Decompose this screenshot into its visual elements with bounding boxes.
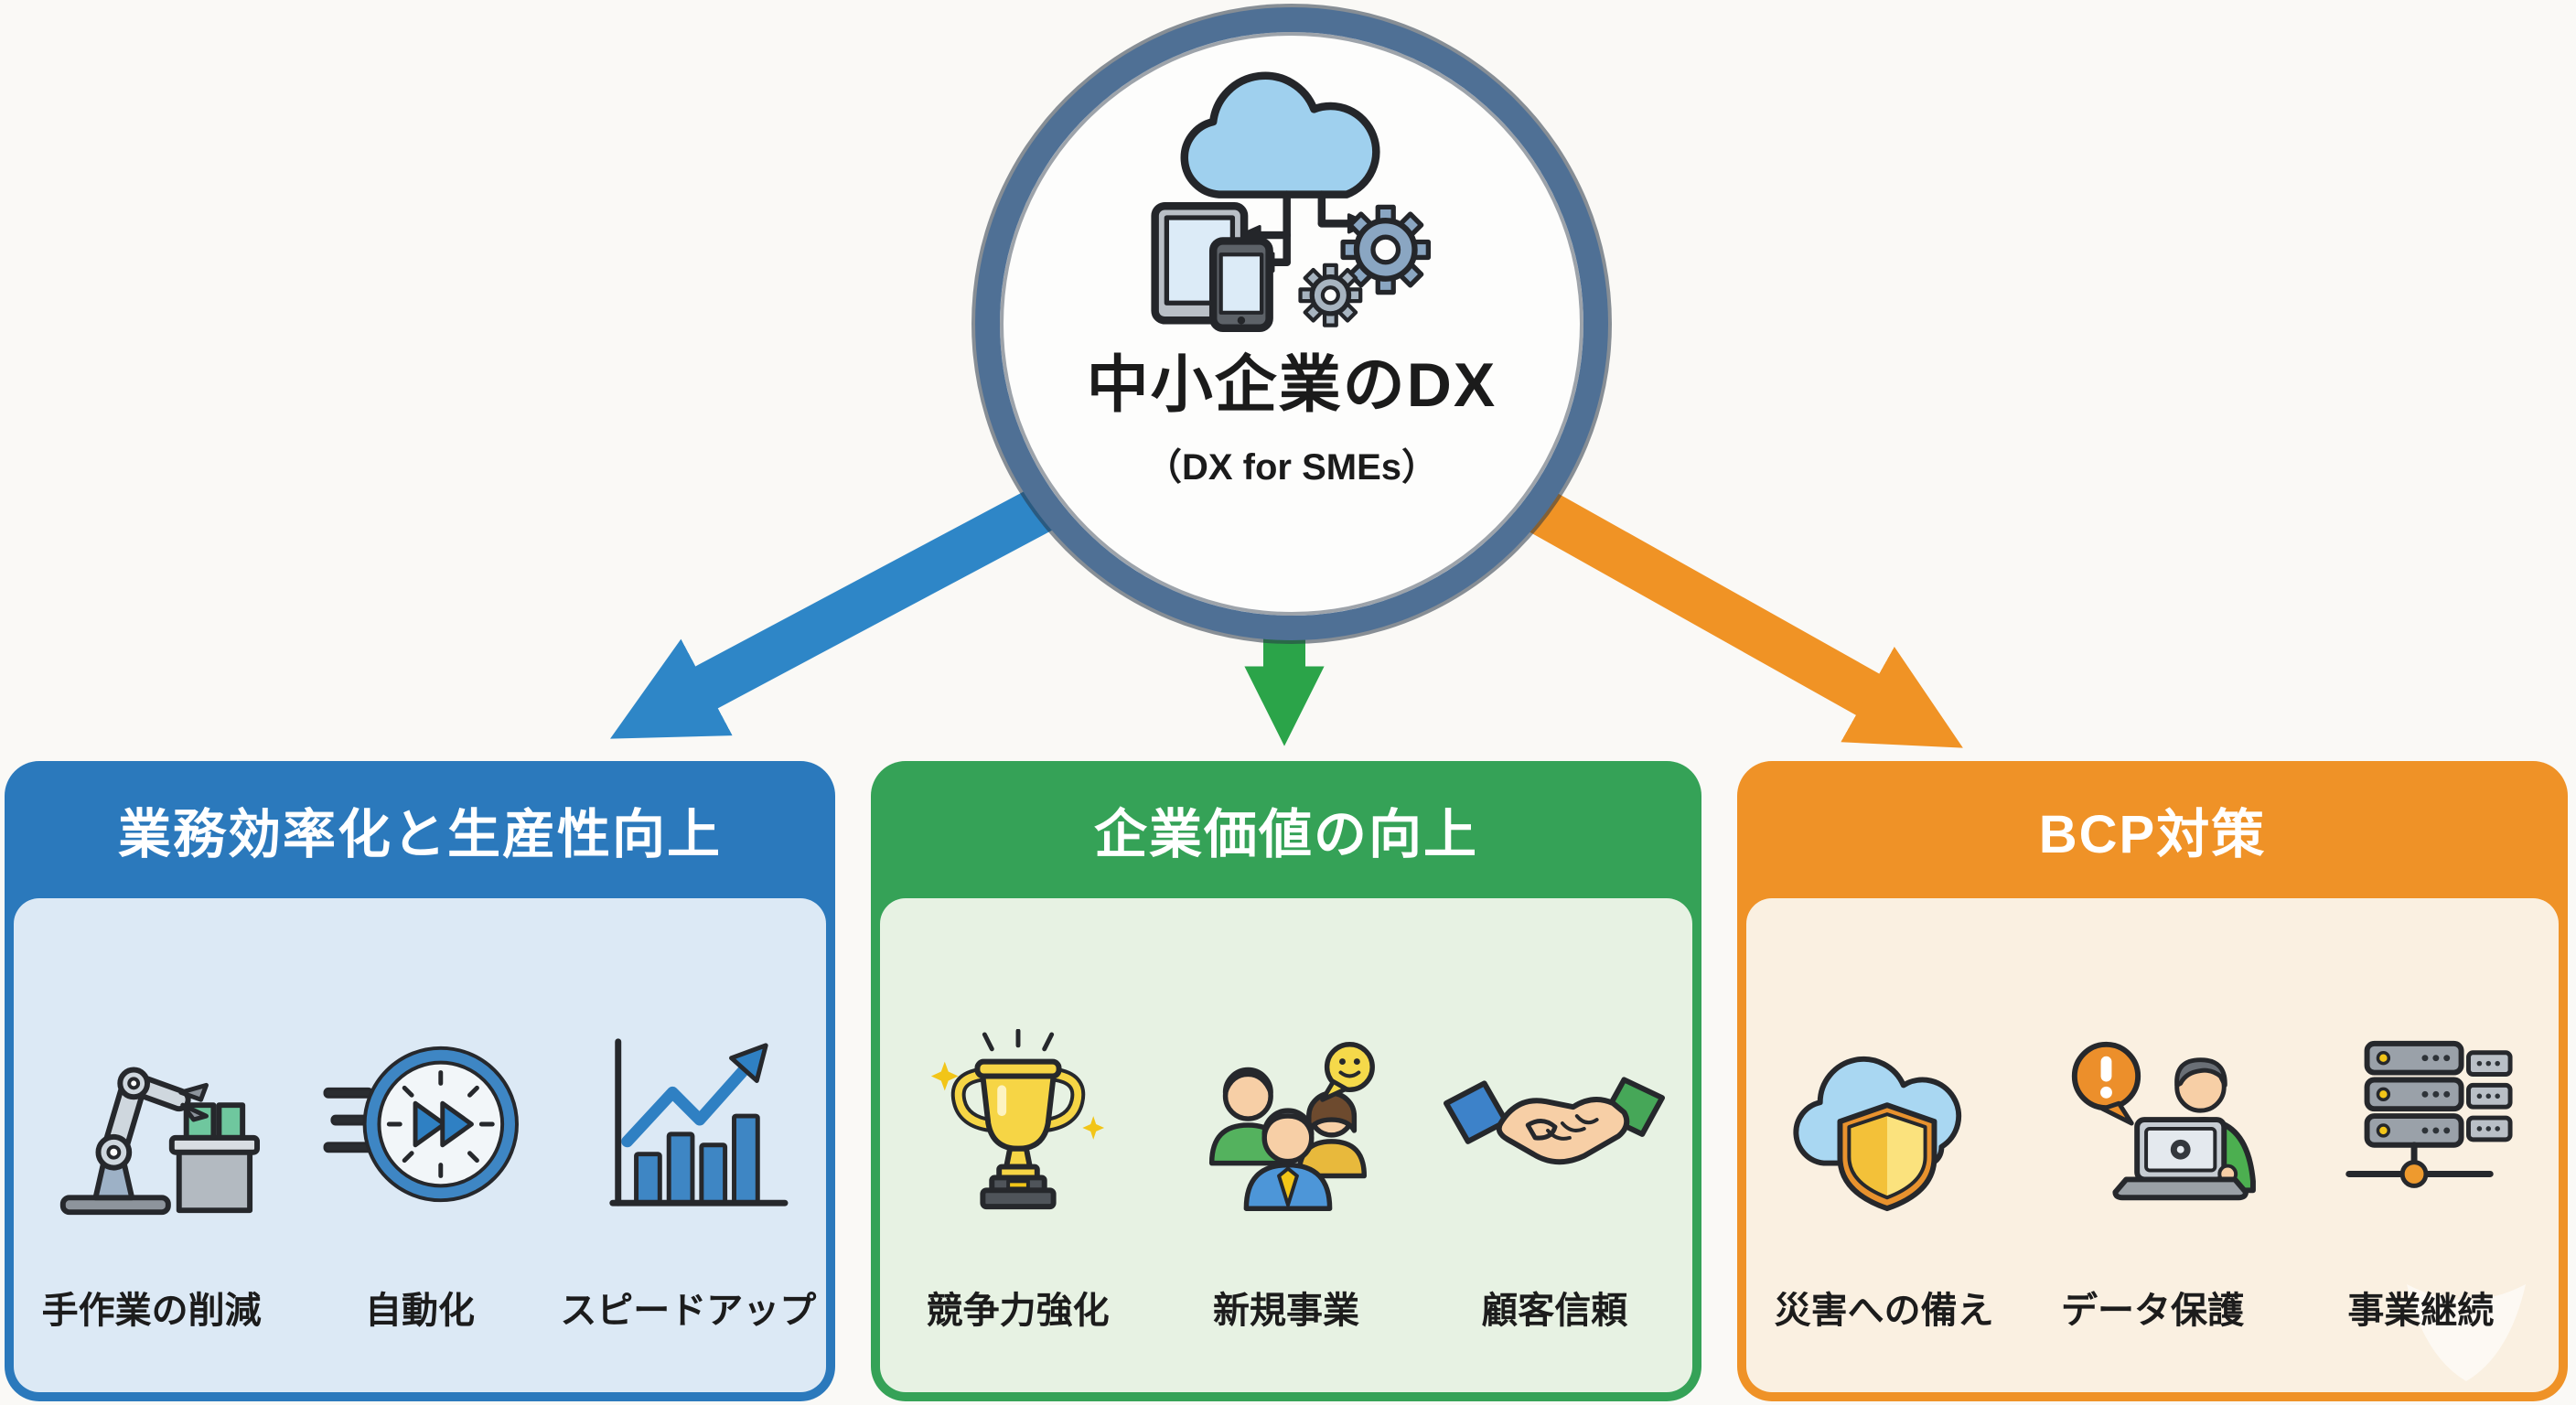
item-label: 手作業の削減 <box>41 1291 262 1331</box>
cloud-shield-icon <box>1793 1056 1961 1212</box>
robot-arm-icon <box>59 1067 260 1216</box>
list-item: 手作業の削減 <box>17 920 285 1392</box>
item-label: データ保護 <box>2060 1291 2244 1331</box>
list-item: 新規事業 <box>1152 920 1420 1392</box>
item-label: 顧客信頼 <box>1481 1291 1628 1331</box>
item-label: 競争力強化 <box>926 1291 1110 1331</box>
list-item: 事業継続 <box>2287 920 2555 1392</box>
item-label: スピードアップ <box>560 1291 817 1331</box>
hub-subtitle: （DX for SMEs） <box>1144 447 1439 488</box>
list-item: 災害への備え <box>1750 920 2018 1392</box>
item-label: 災害への備え <box>1774 1291 1994 1331</box>
list-item: データ保護 <box>2018 920 2286 1392</box>
list-item: 競争力強化 <box>884 920 1152 1392</box>
panel-efficiency-body: 手作業の削減 <box>14 898 826 1392</box>
item-label: 新規事業 <box>1212 1291 1359 1331</box>
panel-value-title: 企業価値の向上 <box>1093 805 1478 864</box>
panel-value-body: 競争力強化 <box>880 898 1692 1392</box>
panel-bcp-body: 災害への備え <box>1746 898 2559 1392</box>
gear-small <box>1298 263 1363 327</box>
server-network-icon <box>2345 1040 2513 1188</box>
data-protection-icon <box>2071 1041 2256 1201</box>
list-item: 自動化 <box>285 920 553 1392</box>
list-item: 顧客信頼 <box>1421 920 1689 1392</box>
central-hub: 中小企業のDX （DX for SMEs） <box>975 7 1608 640</box>
team-icon <box>1208 1042 1375 1211</box>
arrow-to-efficiency <box>609 477 1073 739</box>
panel-efficiency: 業務効率化と生産性向上 <box>5 761 835 1401</box>
panel-bcp: BCP対策 災害への備え <box>1737 761 2568 1401</box>
item-label: 事業継続 <box>2347 1291 2495 1331</box>
handshake-icon <box>1444 1077 1666 1165</box>
watermark <box>2407 1284 2526 1381</box>
cloud-devices-gears-icon <box>1151 71 1432 332</box>
panel-bcp-title: BCP対策 <box>2038 805 2267 864</box>
growth-chart-icon <box>609 1038 789 1207</box>
list-item: スピードアップ <box>554 920 822 1392</box>
panel-value: 企業価値の向上 <box>871 761 1701 1401</box>
arrow-to-bcp <box>1507 477 1963 748</box>
panel-efficiency-title: 業務効率化と生産性向上 <box>117 805 722 864</box>
trophy-icon <box>930 1029 1104 1210</box>
hub-title: 中小企業のDX <box>1086 350 1497 420</box>
fast-forward-clock-icon <box>323 1046 519 1203</box>
item-label: 自動化 <box>364 1291 475 1331</box>
gear-large <box>1340 204 1432 295</box>
